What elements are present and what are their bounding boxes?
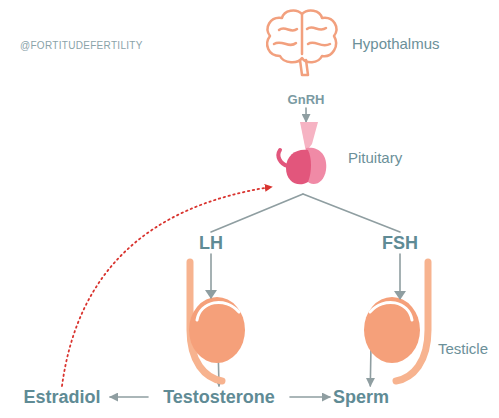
node-text: Pituitary bbox=[348, 149, 402, 166]
feedback-arrow bbox=[62, 187, 272, 386]
pituitary-icon bbox=[272, 122, 334, 194]
node-text: GnRH bbox=[288, 92, 325, 107]
epididymis-line bbox=[197, 302, 239, 320]
arrow-head bbox=[205, 290, 217, 299]
flow-arrow bbox=[290, 396, 330, 398]
part-label: Testicle bbox=[438, 340, 488, 357]
arrow-head bbox=[394, 291, 406, 300]
epididymis-line bbox=[370, 302, 412, 320]
flow-arrow bbox=[305, 108, 307, 122]
hormone-label: GnRH bbox=[284, 90, 328, 108]
flow-arrow bbox=[303, 194, 400, 232]
brain-node: Hypothalmus bbox=[262, 6, 342, 78]
hormone-label: Estradiol bbox=[14, 386, 110, 408]
hormone-label: LH bbox=[192, 232, 230, 254]
flow-arrow bbox=[211, 194, 303, 232]
node-text: Hypothalmus bbox=[352, 35, 440, 52]
flow-arrow bbox=[110, 396, 148, 398]
hormone-label: Testosterone bbox=[148, 386, 290, 408]
product-label: Sperm bbox=[330, 386, 392, 408]
node-text: Testosterone bbox=[163, 387, 275, 408]
brain-icon bbox=[262, 6, 342, 78]
watermark: @FORTITUDEFERTILITY bbox=[20, 40, 143, 51]
node-text: Estradiol bbox=[23, 387, 100, 408]
node-text: FSH bbox=[382, 233, 418, 254]
node-text: Sperm bbox=[333, 387, 389, 408]
hormone-label: FSH bbox=[378, 232, 422, 254]
pituitary-gland: Pituitary bbox=[272, 122, 334, 194]
node-text: LH bbox=[199, 233, 223, 254]
testicle-shape bbox=[364, 297, 420, 363]
testicle-shape bbox=[189, 297, 245, 363]
